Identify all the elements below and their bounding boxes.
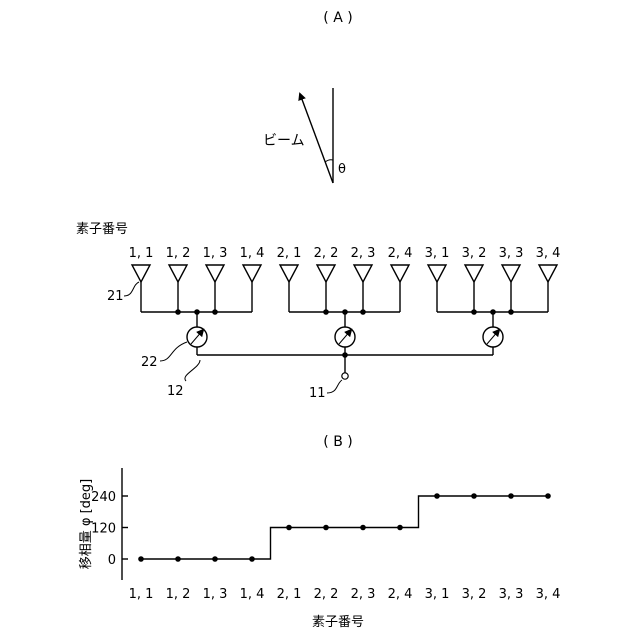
ref-phase-shifter-leader	[160, 342, 187, 361]
beam-label: ビーム	[263, 133, 305, 149]
element-heading: 素子番号	[76, 222, 128, 237]
x-tick-label: 3, 4	[536, 587, 561, 602]
element-label: 2, 4	[388, 246, 413, 261]
ref-feed-leader	[327, 380, 342, 393]
figure-b-label: ( B )	[323, 434, 352, 450]
x-tick-label: 3, 2	[462, 587, 487, 602]
antenna-array	[132, 265, 557, 312]
antenna-element	[206, 265, 224, 312]
phase-shifter-2	[335, 327, 355, 347]
antenna-element	[502, 265, 520, 312]
data-point	[323, 525, 329, 531]
ref-antenna-leader	[124, 282, 139, 296]
feed-port	[342, 373, 348, 379]
element-label: 2, 3	[351, 246, 376, 261]
x-tick-label: 3, 3	[499, 587, 524, 602]
x-tick-label: 2, 3	[351, 587, 376, 602]
phase-chart: 移相量 φ [deg] 0120240 1, 11, 21, 31, 42, 1…	[79, 468, 560, 630]
element-label: 1, 4	[240, 246, 265, 261]
antenna-element	[428, 265, 446, 312]
ref-feed: 11	[309, 386, 326, 401]
phase-shifter-1	[187, 327, 207, 347]
element-label-row: 1, 1 1, 2 1, 3 1, 4 2, 1 2, 2 2, 3 2, 4 3, 1 3, 2…	[129, 246, 561, 261]
beam-arrow	[300, 94, 333, 183]
y-tick-label: 120	[91, 522, 116, 537]
element-label: 1, 1	[129, 246, 154, 261]
element-label: 2, 1	[277, 246, 302, 261]
data-point	[360, 525, 366, 531]
element-label: 3, 4	[536, 246, 561, 261]
data-point	[286, 525, 292, 531]
x-tick-label: 2, 4	[388, 587, 413, 602]
x-tick-label: 3, 1	[425, 587, 450, 602]
y-tick-label: 240	[91, 490, 116, 505]
y-tick-label: 0	[108, 553, 116, 568]
junction-dot	[212, 309, 218, 315]
antenna-element	[391, 265, 409, 312]
x-tick-label: 1, 1	[129, 587, 154, 602]
ref-divider-leader	[185, 360, 200, 381]
antenna-element	[354, 265, 372, 312]
x-tick-label: 1, 4	[240, 587, 265, 602]
beam-sketch: ビーム θ	[263, 88, 346, 183]
data-point	[508, 493, 514, 499]
x-tick-label: 2, 2	[314, 587, 339, 602]
x-tick-label: 2, 1	[277, 587, 302, 602]
junction-dot	[360, 309, 366, 315]
ref-phase-shifter: 22	[141, 355, 158, 370]
ref-antenna: 21	[107, 289, 124, 304]
phase-step-line	[141, 496, 548, 559]
data-point	[471, 493, 477, 499]
junction-dot	[471, 309, 477, 315]
data-point	[397, 525, 403, 531]
phase-shifter-3	[483, 327, 503, 347]
junction-dot	[175, 309, 181, 315]
junction-dot	[323, 309, 329, 315]
x-tick-label: 1, 2	[166, 587, 191, 602]
antenna-element	[317, 265, 335, 312]
antenna-element	[132, 265, 150, 312]
antenna-element	[169, 265, 187, 312]
data-point	[249, 556, 255, 562]
data-point	[545, 493, 551, 499]
element-label: 2, 2	[314, 246, 339, 261]
reference-numerals: 21 22 12 11	[107, 282, 342, 401]
junction-dot	[508, 309, 514, 315]
x-axis-label: 素子番号	[312, 615, 364, 630]
feed-network	[141, 309, 548, 379]
data-point	[175, 556, 181, 562]
element-label: 1, 2	[166, 246, 191, 261]
data-point	[434, 493, 440, 499]
x-tick-label: 1, 3	[203, 587, 228, 602]
theta-arc	[325, 160, 333, 162]
figure-a-label: ( A )	[323, 10, 352, 26]
element-label: 3, 1	[425, 246, 450, 261]
data-point	[138, 556, 144, 562]
x-tick-labels: 1, 1 1, 2 1, 3 1, 4 2, 1 2, 2 2, 3 2, 4 3, 1 3, 2…	[129, 587, 561, 602]
ref-divider: 12	[167, 384, 184, 399]
element-label: 3, 2	[462, 246, 487, 261]
antenna-element	[280, 265, 298, 312]
data-point	[212, 556, 218, 562]
antenna-element	[539, 265, 557, 312]
theta-label: θ	[338, 162, 346, 177]
element-label: 1, 3	[203, 246, 228, 261]
antenna-element	[243, 265, 261, 312]
element-label: 3, 3	[499, 246, 524, 261]
antenna-element	[465, 265, 483, 312]
